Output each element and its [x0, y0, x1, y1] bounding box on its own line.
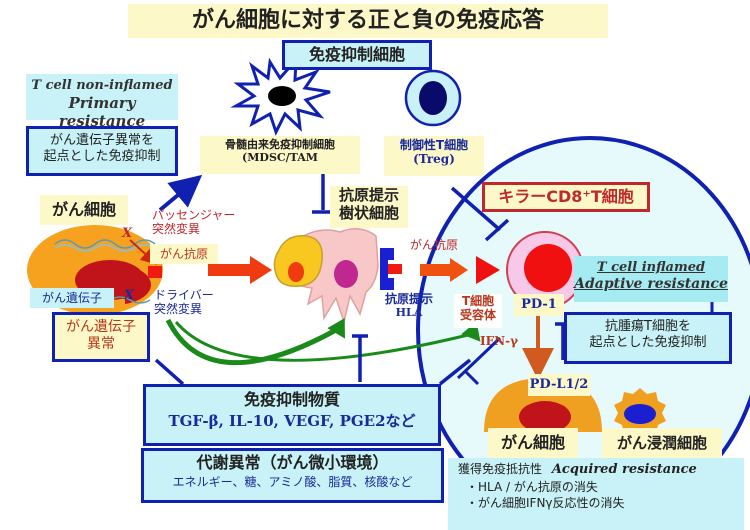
suppressor-cells-header: 免疫抑制細胞	[282, 40, 432, 70]
driver-mutation-label: ドライバー 突然変異	[154, 288, 224, 322]
right-cancer-cell-label: がん細胞	[488, 428, 578, 458]
treg-label-line1: 制御性T細胞	[399, 138, 469, 152]
adaptive-desc-line2: 起点とした免疫抑制	[589, 334, 707, 350]
receptor-line2: 受容体	[459, 308, 496, 323]
acquired-resistance-box: 獲得免疫抵抗性 Acquired resistance ・HLA / がん抗原の…	[448, 458, 744, 530]
substances-items: TGF-β, IL-10, VEGF, PGE2など	[168, 412, 416, 431]
arrow-to-mdsc	[158, 174, 203, 212]
mdsc-label: 骨髄由来免疫抑制細胞 (MDSC/TAM	[200, 136, 360, 174]
dendritic-cell-icon	[273, 228, 402, 325]
ifn-gamma-label: IFN-γ	[479, 334, 518, 348]
adaptive-line1: T cell inflamed	[596, 260, 706, 275]
passenger-line1: パッセンジャー	[152, 208, 236, 222]
adaptive-desc-line1: 抗腫瘍T細胞を	[605, 319, 691, 334]
tcell-receptor-label: T細胞 受容体	[454, 294, 502, 328]
dendritic-cell-label: 抗原提示 樹状細胞	[330, 186, 408, 228]
passenger-x-mark: X	[121, 226, 133, 241]
adaptive-resistance-label: T cell inflamed Adaptive resistance	[574, 256, 728, 302]
adaptive-line2: Adaptive resistance	[574, 275, 728, 292]
metabolic-abnormality-box: 代謝異常（がん微小環境） エネルギー、糖、アミノ酸、脂質、核酸など	[141, 448, 444, 503]
treg-label-line2: (Treg)	[413, 152, 455, 167]
pdl1-label: PD-L1/2	[528, 374, 590, 396]
primary-resistance-line2: Primary resistance	[58, 93, 146, 130]
oncogene-abnormal-line1: がん遺伝子	[66, 319, 136, 335]
hla-label: 抗原提示 HLA	[376, 292, 442, 326]
driver-x-mark: X	[123, 288, 135, 303]
dc-label-line2: 樹状細胞	[338, 204, 399, 222]
hla-line2: HLA	[395, 306, 423, 320]
primary-resistance-desc: がん遺伝子異常を 起点とした免疫抑制	[26, 126, 178, 176]
adaptive-resistance-desc: 抗腫瘍T細胞を 起点とした免疫抑制	[564, 312, 732, 364]
passenger-line2: 突然変異	[152, 222, 201, 237]
metabolic-title: 代謝異常（がん微小環境）	[196, 453, 389, 472]
mdsc-cell-icon	[230, 55, 331, 136]
oncogene-abnormal-line2: 異常	[87, 335, 115, 352]
dc-label-line1: 抗原提示	[338, 186, 399, 204]
infiltrating-cell-icon	[614, 388, 666, 438]
killer-t-cell-label: キラーCD8⁺T細胞	[482, 182, 650, 212]
primary-desc-line1: がん遺伝子異常を	[49, 133, 154, 148]
acquired-title-jp: 獲得免疫抵抗性	[458, 462, 543, 476]
substances-title: 免疫抑制物質	[243, 390, 340, 409]
infiltrating-cell-label: がん浸潤細胞	[602, 428, 722, 458]
cancer-antigen-label-left: がん抗原	[150, 244, 218, 264]
primary-resistance-line1: T cell non-inflamed	[31, 78, 173, 93]
acquired-item-1: ・HLA / がん抗原の消失	[466, 479, 598, 494]
metabolic-items: エネルギー、糖、アミノ酸、脂質、核酸など	[172, 475, 413, 490]
cancer-antigen-arrow-label: がん抗原	[409, 238, 458, 252]
antigen-arrow-to-tcell	[420, 258, 468, 282]
page-title: がん細胞に対する正と負の免疫応答	[128, 4, 608, 38]
oncogene-label: がん遺伝子	[30, 288, 114, 308]
hla-line1: 抗原提示	[384, 292, 433, 306]
mdsc-label-line1: 骨髄由来免疫抑制細胞	[225, 138, 335, 151]
pd1-label: PD-1	[514, 294, 564, 316]
acquired-item-2: ・がん細胞IFNγ反応性の消失	[466, 495, 625, 510]
antigen-arrow-to-dc	[208, 256, 272, 284]
green-arrow-to-dc	[165, 318, 338, 366]
driver-line1: ドライバー	[154, 288, 214, 302]
acquired-title-en: Acquired resistance	[551, 462, 697, 477]
left-cancer-cell-label: がん細胞	[40, 195, 128, 225]
acquired-title: 獲得免疫抵抗性 Acquired resistance	[458, 462, 744, 478]
receptor-line1: T細胞	[461, 294, 495, 308]
primary-resistance-label: T cell non-inflamed Primary resistance	[26, 74, 178, 130]
treg-label: 制御性T細胞 (Treg)	[384, 136, 484, 176]
passenger-mutation-label: パッセンジャー 突然変異	[152, 208, 252, 240]
oncogene-abnormal-box: がん遺伝子 異常	[52, 312, 150, 362]
green-arrow-to-tcell	[174, 321, 473, 362]
primary-desc-line2: 起点とした免疫抑制	[43, 148, 161, 164]
mdsc-label-line2: (MDSC/TAM	[242, 151, 318, 165]
driver-line2: 突然変異	[154, 302, 203, 317]
immunosuppressive-substances-box: 免疫抑制物質 TGF-β, IL-10, VEGF, PGE2など	[143, 384, 441, 446]
tcell-receptor-icon	[476, 256, 500, 284]
treg-cell-icon	[404, 69, 462, 127]
